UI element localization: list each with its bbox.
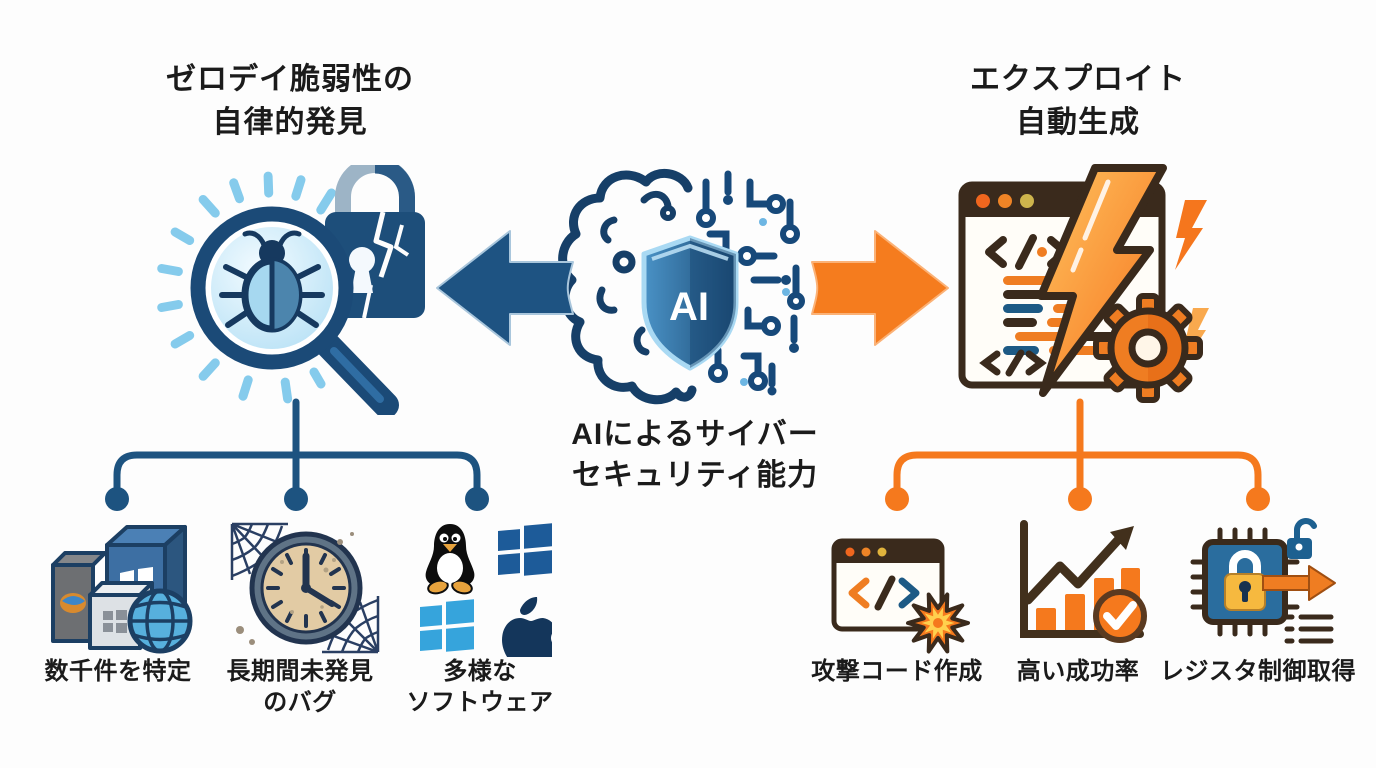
bug-icon: [219, 230, 325, 333]
arrow-left-icon: [436, 230, 574, 346]
left-title-line2: 自律的発見: [212, 106, 368, 139]
register-arrow-icon: [1262, 565, 1336, 601]
gear-icon: [1093, 293, 1203, 403]
right-branch-connector: [885, 398, 1270, 511]
ai-brain-shield-icon: AI: [558, 169, 805, 405]
center-caption: AIによるサイバー セキュリティ能力: [525, 414, 865, 496]
apple-icon: [502, 597, 552, 657]
small-lightning-icon: [1175, 200, 1207, 270]
locked-padlock-icon: [1224, 550, 1266, 611]
linux-tux-icon: [425, 524, 475, 595]
aged-clock-cobweb-icon: [230, 522, 380, 654]
software-boxes-globe-icon: [51, 525, 193, 654]
right-item-1-label: 攻撃コード作成: [811, 658, 983, 685]
right-item-3-label: レジスタ制御取得: [1160, 658, 1356, 685]
shield-ai-label: AI: [669, 285, 709, 329]
windows-dark-icon: [498, 523, 552, 576]
code-window-lightning-gear-icon: [958, 164, 1209, 403]
magnifier-icon: [190, 206, 399, 415]
left-item-3-label: 多様な ソフトウェア: [406, 658, 554, 716]
open-padlock-icon: [1287, 518, 1317, 559]
left-item-2-label: 長期間未発見 のバグ: [226, 658, 374, 716]
left-item-1-label: 数千件を特定: [44, 658, 192, 685]
success-chart-check-icon: [1020, 520, 1147, 643]
right-title-line2: 自動生成: [1016, 106, 1140, 139]
center-caption-line1: AIによるサイバー: [571, 418, 819, 451]
center-caption-line2: セキュリティ能力: [571, 459, 819, 492]
os-platforms-icon: [420, 523, 552, 657]
arrow-right-icon: [811, 230, 949, 346]
magnifier-bug-broken-lock-icon: [157, 165, 425, 415]
explosion-icon: [906, 592, 970, 654]
sparkle-dashes-icon: [157, 171, 336, 404]
left-branch-connector: [105, 398, 489, 511]
windows-light-icon: [420, 599, 474, 652]
list-lines-icon: [1284, 614, 1334, 644]
circuit-traces-icon: [696, 170, 805, 396]
exploit-code-window-icon: [831, 538, 970, 654]
right-title-line1: エクスプロイト: [969, 63, 1187, 96]
left-title-line1: ゼロデイ脆弱性の: [166, 63, 414, 96]
ai-shield-icon: AI: [641, 235, 739, 371]
right-branch-title: エクスプロイト 自動生成: [878, 58, 1278, 144]
left-branch-title: ゼロデイ脆弱性の 自律的発見: [90, 58, 490, 144]
chip-register-lock-icon: [1190, 518, 1336, 644]
right-item-2-label: 高い成功率: [1016, 658, 1140, 685]
lightning-bolt-icon: [1037, 164, 1167, 397]
